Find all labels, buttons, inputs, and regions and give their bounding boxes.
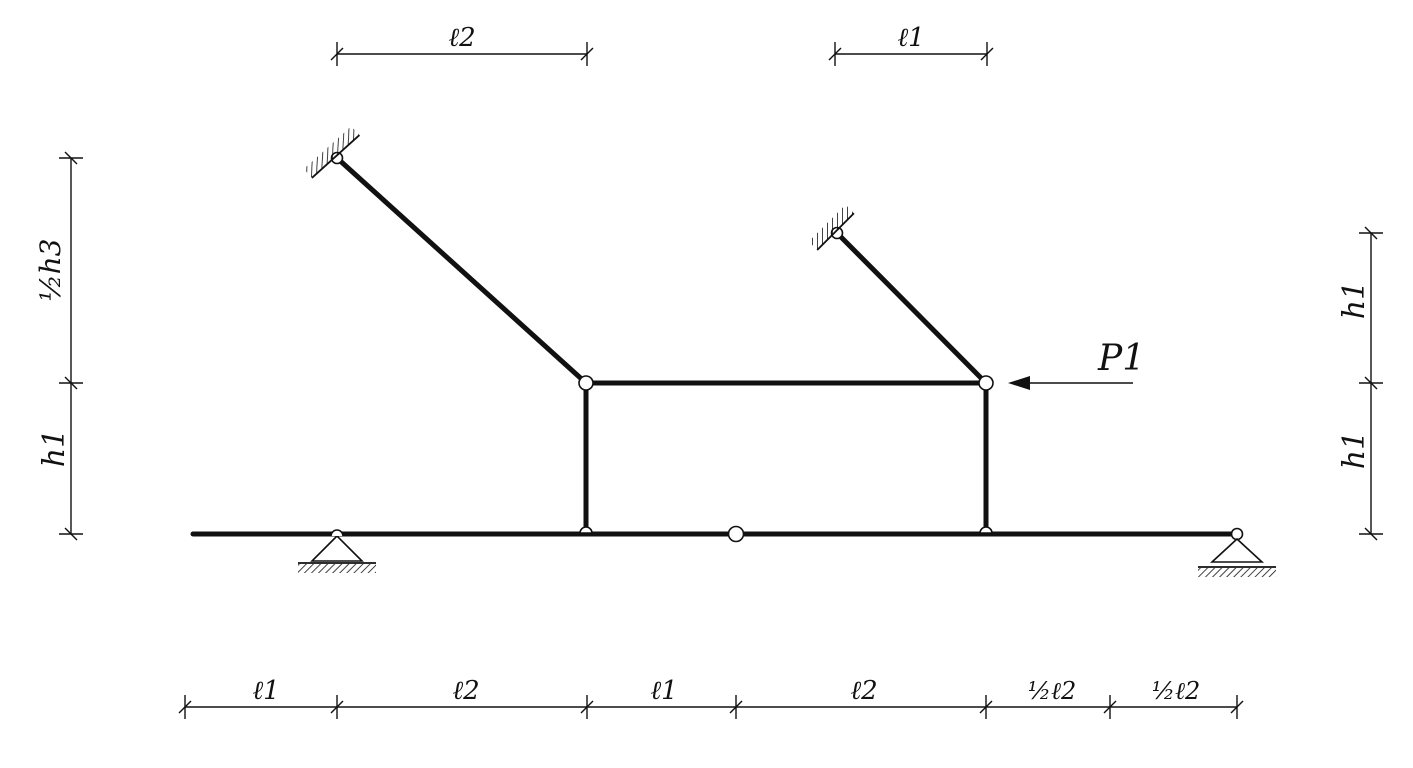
- structure: [190, 155, 1240, 537]
- pin-support-right: [1198, 537, 1276, 577]
- dim-bottom-label-5: ½ℓ2: [1028, 677, 1077, 705]
- load-arrow: [1008, 376, 1133, 390]
- dim-top-left-label: ℓ2: [448, 23, 475, 53]
- pin-support-left: [298, 529, 376, 573]
- dim-bottom-label-6: ½ℓ2: [1152, 677, 1201, 705]
- dimension-right: [1359, 226, 1383, 541]
- wall-support-left: [303, 126, 361, 179]
- dim-right-upper-label: h1: [1337, 281, 1372, 319]
- dim-bottom-label-4: ℓ2: [850, 676, 877, 706]
- dim-left-lower-label: h1: [37, 429, 72, 467]
- hinge-right-support: [1230, 527, 1244, 541]
- dim-bottom-label-3: ℓ1: [650, 676, 677, 706]
- wall-support-right: [808, 204, 855, 251]
- dimension-left: [59, 151, 83, 541]
- dim-right-lower-label: h1: [1337, 431, 1372, 469]
- dim-left-upper-label: ½h3: [34, 239, 67, 302]
- dim-bottom-label-1: ℓ1: [252, 676, 279, 706]
- left-strut: [334, 155, 589, 386]
- hinge-right-upper: [978, 375, 994, 391]
- dim-top-right-label: ℓ1: [897, 23, 924, 53]
- hinge-beam-middle: [727, 525, 745, 543]
- right-strut: [834, 230, 989, 386]
- dimension-bottom: [178, 695, 1244, 719]
- hinge-left-upper: [578, 375, 594, 391]
- hinge-right-column-base: [979, 526, 993, 534]
- load-label: P1: [1097, 338, 1145, 379]
- hinge-left-column-base: [579, 526, 593, 534]
- dimension-top: [330, 42, 994, 66]
- dim-bottom-label-2: ℓ2: [452, 676, 479, 706]
